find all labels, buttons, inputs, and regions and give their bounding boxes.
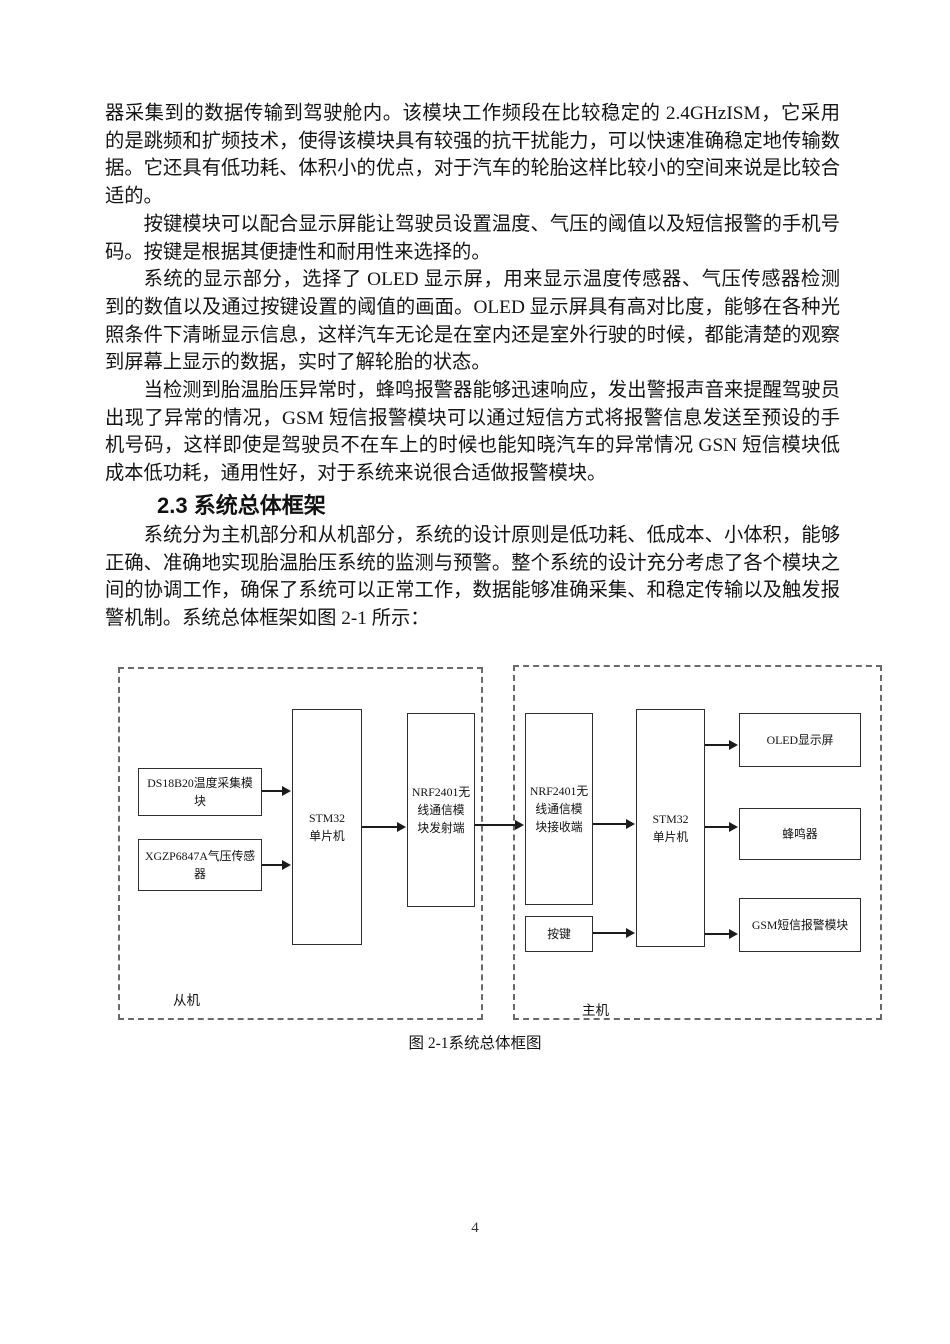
arrow-nrf-tx-to-nrf-rx <box>475 819 524 830</box>
paragraph: 器采集到的数据传输到驾驶舱内。该模块工作频段在比较稳定的 2.4GHzISM，它… <box>105 103 840 208</box>
page-number: 4 <box>471 1220 479 1236</box>
slave-group-label: 从机 <box>173 993 200 1008</box>
master-group-box <box>513 665 882 1020</box>
system-block-diagram: DS18B20温度采集模 块 XGZP6847A气压传感 器 STM32 单片机… <box>118 665 882 1022</box>
diagram-box-buzzer: 蜂鸣器 <box>739 808 861 860</box>
arrow-ds18b20-to-stm32 <box>262 785 291 796</box>
slave-group-box <box>118 667 483 1020</box>
arrow-stm32-to-nrf-tx <box>362 821 406 832</box>
diagram-box-gsm: GSM短信报警模块 <box>739 898 861 952</box>
master-group-label: 主机 <box>582 1003 609 1018</box>
diagram-box-oled: OLED显示屏 <box>739 713 861 767</box>
diagram-box-stm32-slave: STM32 单片机 <box>292 709 362 945</box>
diagram-box-ds18b20: DS18B20温度采集模 块 <box>138 768 262 816</box>
diagram-box-keys: 按键 <box>525 916 593 952</box>
diagram-box-stm32-master: STM32 单片机 <box>636 709 705 947</box>
body-text: 器采集到的数据传输到驾驶舱内。该模块工作频段在比较稳定的 2.4GHzISM，它… <box>105 100 840 633</box>
arrow-stm32-to-buzzer <box>705 821 738 832</box>
section-heading: 2.3 系统总体框架 <box>157 492 326 518</box>
diagram-box-nrf2401-tx: NRF2401无 线通信模 块发射端 <box>407 713 475 907</box>
paragraph: 按键模块可以配合显示屏能让驾驶员设置温度、气压的阈值以及短信报警的手机号码。按键… <box>105 213 840 263</box>
arrow-stm32-to-gsm <box>705 928 738 939</box>
arrow-xgzp-to-stm32 <box>262 859 291 870</box>
figure-caption: 图 2-1系统总体框图 <box>408 1035 542 1052</box>
arrow-keys-to-stm32 <box>593 927 635 938</box>
paragraph: 系统分为主机部分和从机部分，系统的设计原则是低功耗、低成本、小体积，能够正确、准… <box>105 524 840 629</box>
diagram-box-xgzp6847a: XGZP6847A气压传感 器 <box>138 839 262 891</box>
paragraph: 系统的显示部分，选择了 OLED 显示屏，用来显示温度传感器、气压传感器检测到的… <box>105 269 840 374</box>
arrow-stm32-to-oled <box>705 739 738 750</box>
diagram-box-nrf2401-rx: NRF2401无 线通信模 块接收端 <box>525 713 593 905</box>
arrow-nrf-rx-to-stm32 <box>593 818 635 829</box>
paragraph: 当检测到胎温胎压异常时，蜂鸣报警器能够迅速响应，发出警报声音来提醒驾驶员出现了异… <box>105 380 840 485</box>
